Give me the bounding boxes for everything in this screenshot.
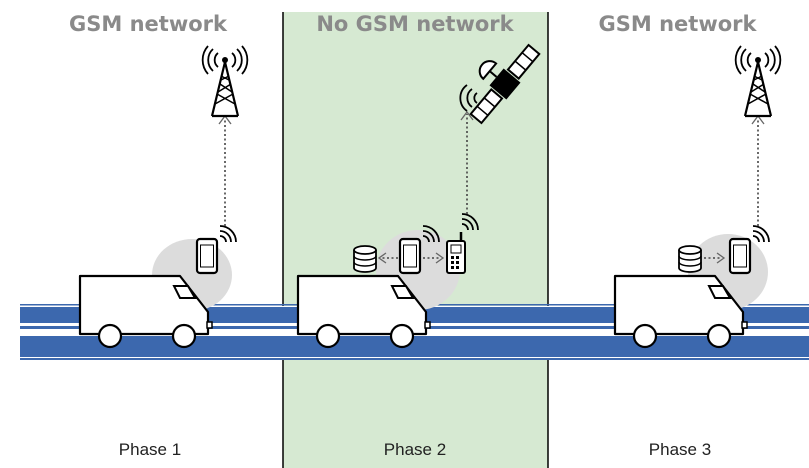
database-icon-phase2 bbox=[353, 245, 377, 273]
phase-label-3: Phase 3 bbox=[648, 440, 712, 459]
phase-label-2: Phase 2 bbox=[383, 440, 447, 459]
phase-label-1: Phase 1 bbox=[118, 440, 182, 459]
satellite-signal-waves bbox=[459, 84, 478, 112]
signal-waves-icon-phase1 bbox=[219, 225, 237, 243]
signal-waves-icon-phase3 bbox=[752, 225, 770, 243]
smartphone-icon-phase1 bbox=[195, 237, 219, 275]
smartphone-icon-phase3 bbox=[728, 237, 752, 275]
database-icon-phase3 bbox=[678, 245, 702, 273]
heading-phase2: No GSM network bbox=[316, 12, 514, 36]
smartphone-icon-phase2 bbox=[398, 237, 422, 275]
heading-phase1: GSM network bbox=[69, 12, 227, 36]
cell-tower-icon-phase3 bbox=[734, 44, 782, 118]
satellite-icon bbox=[469, 43, 541, 125]
satellite-phone-icon bbox=[446, 232, 466, 274]
cell-tower-icon-phase1 bbox=[201, 44, 249, 118]
heading-phase3: GSM network bbox=[598, 12, 757, 36]
